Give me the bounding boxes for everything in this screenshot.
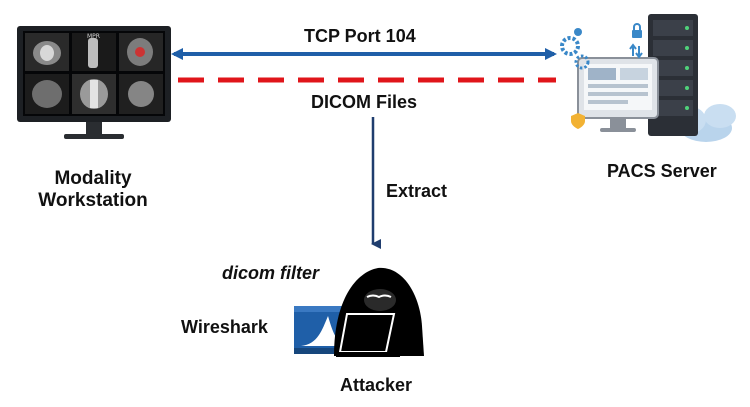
pacs-server-icon: [560, 14, 736, 142]
modality-workstation-label: Modality Workstation: [18, 168, 168, 212]
dicom-files-label: DICOM Files: [311, 92, 418, 112]
extract-label: Extract: [386, 181, 448, 201]
pacs-server-label: PACS Server: [607, 161, 717, 181]
attacker-label: Attacker: [340, 375, 413, 395]
monitor-mpr-caption: MPR: [87, 33, 100, 40]
workstation-monitor-icon: [17, 26, 171, 139]
dicom-filter-label: dicom filter: [222, 263, 320, 283]
modality-label-line1: Modality: [54, 168, 132, 189]
wireshark-label: Wireshark: [181, 317, 268, 337]
modality-label-line2: Workstation: [38, 189, 148, 211]
tcp-port-label: TCP Port 104: [304, 26, 416, 46]
attacker-hacker-icon: [334, 267, 424, 357]
